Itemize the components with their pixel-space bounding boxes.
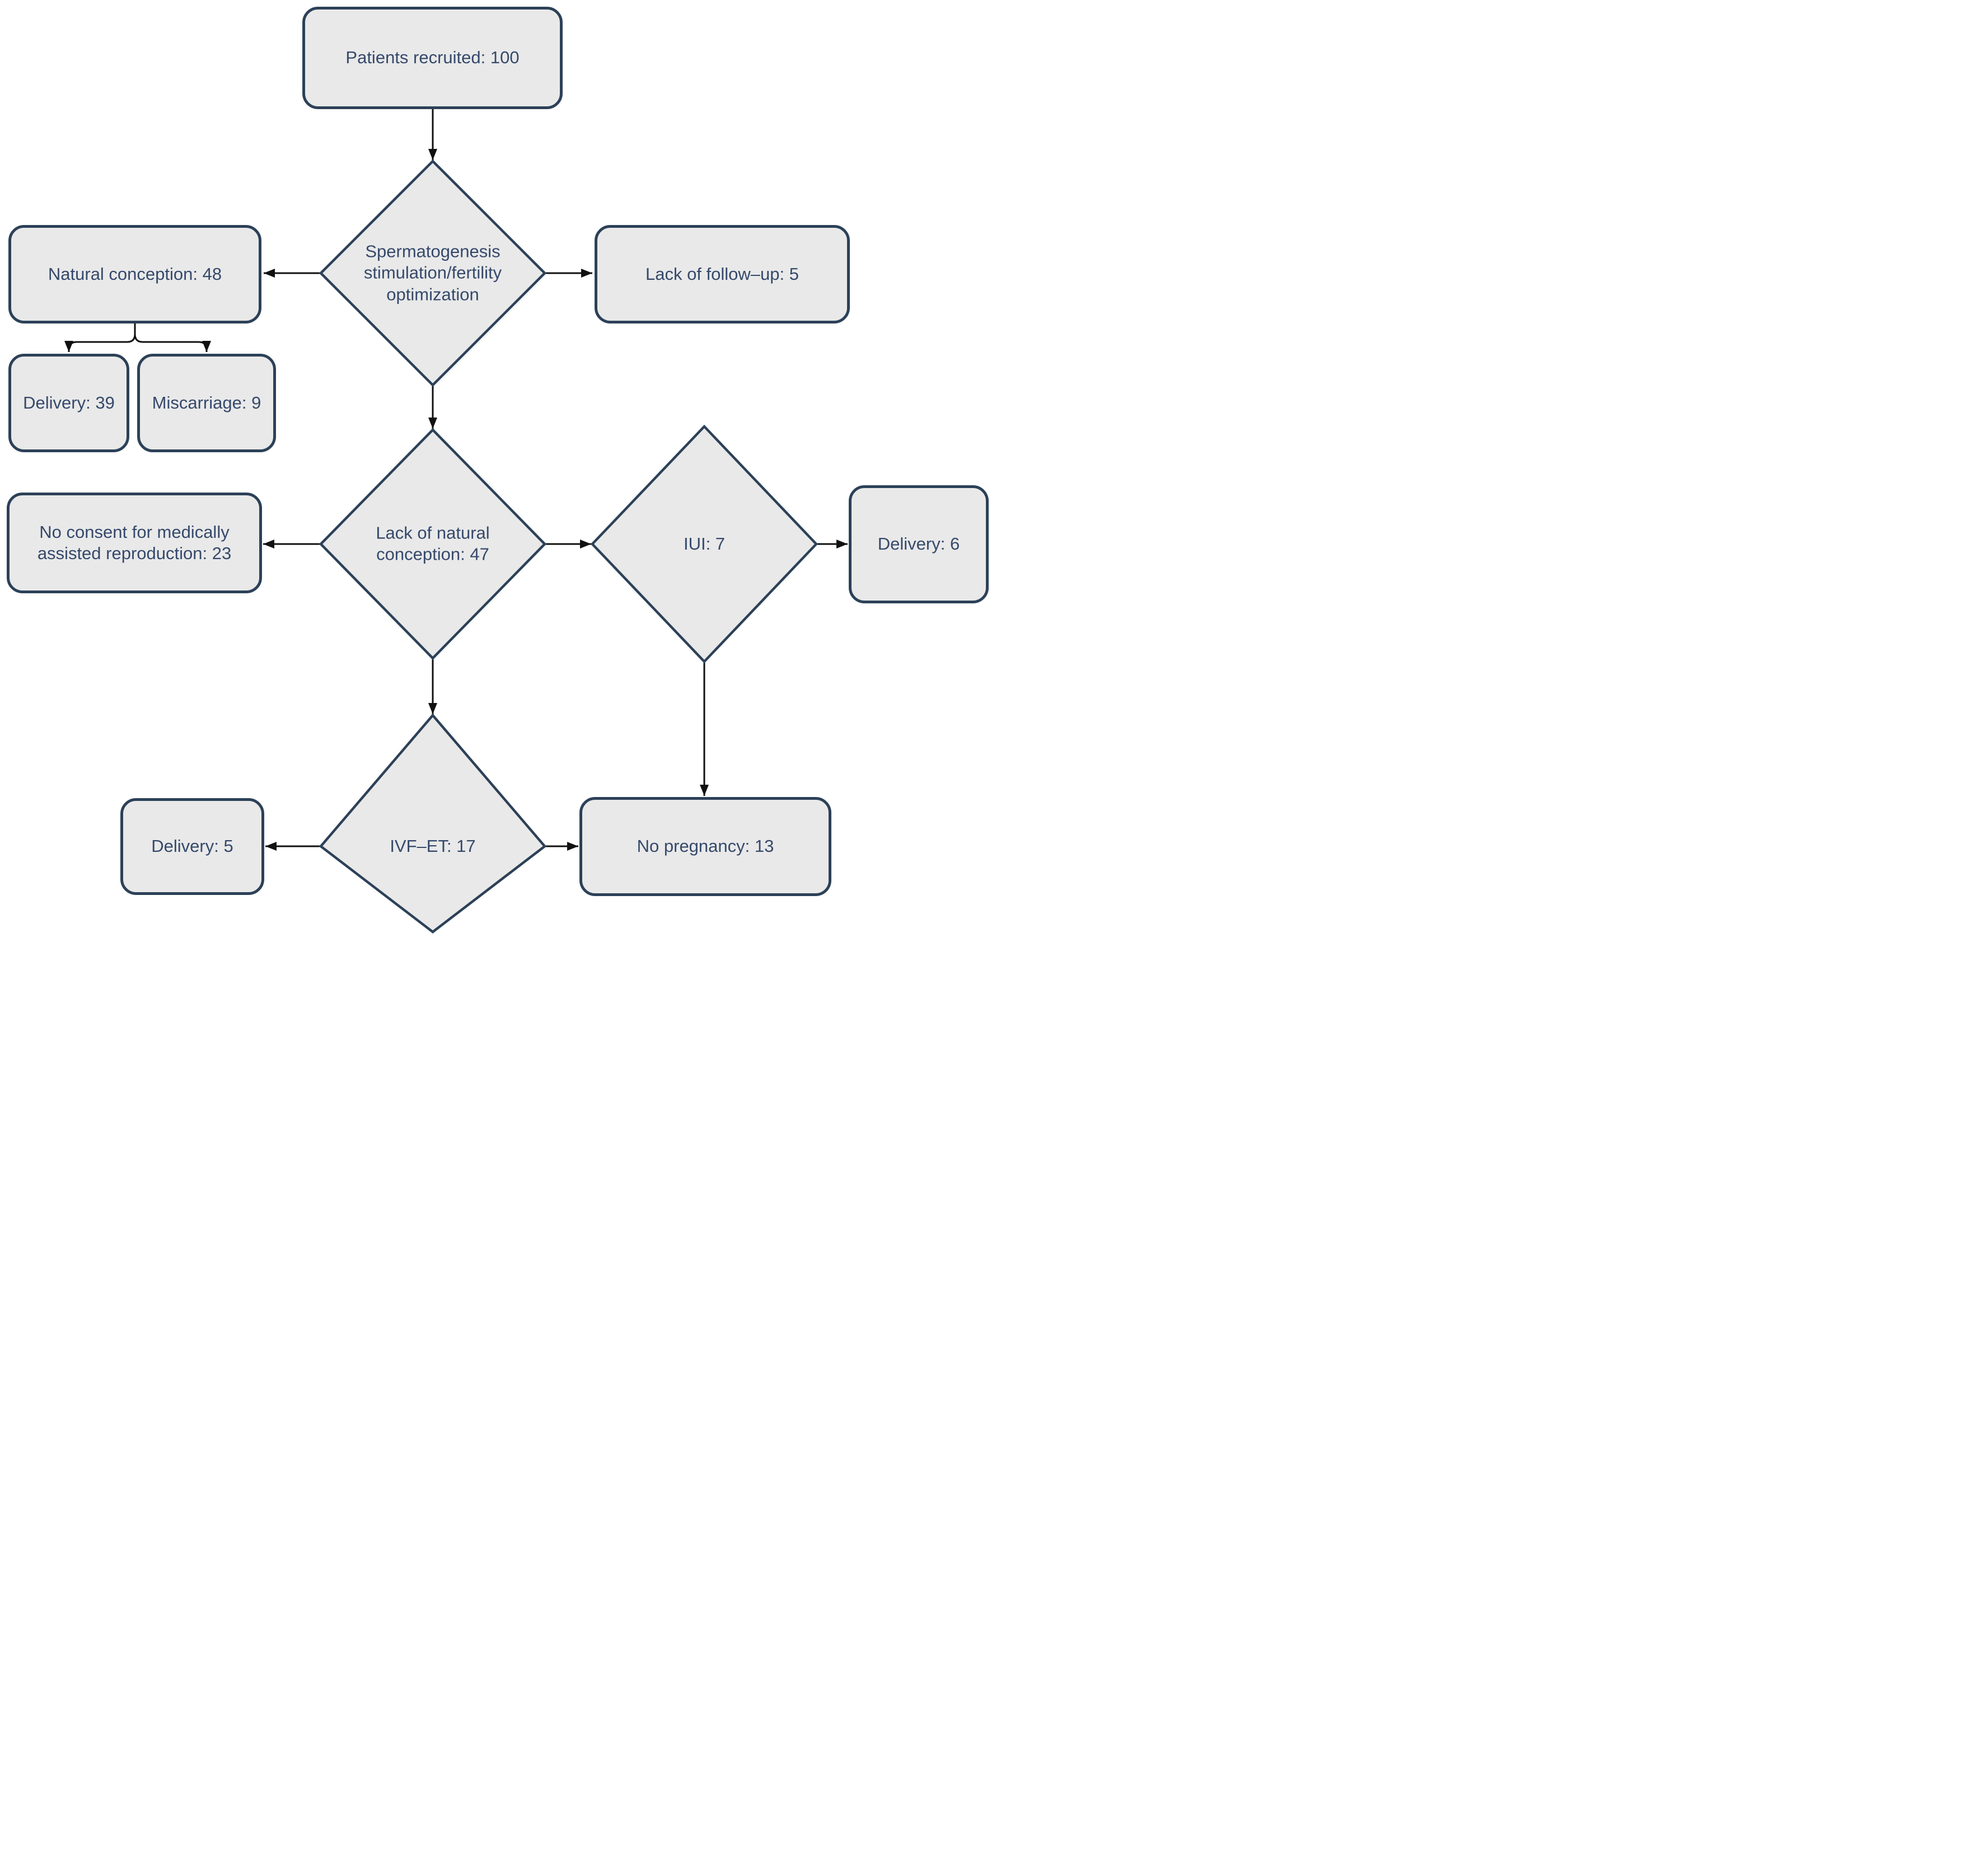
node-delivery-6-label: Delivery: 6 xyxy=(877,534,960,554)
node-miscarriage-9-label: Miscarriage: 9 xyxy=(152,392,261,412)
flowchart-connectors-layer xyxy=(64,109,848,934)
node-natural-conception: Natural conception: 48 xyxy=(8,225,261,324)
diamond-lack-of-natural-conception xyxy=(319,428,547,660)
node-delivery-5-label: Delivery: 5 xyxy=(151,836,233,856)
arrow-natural-conception-to-delivery-39 xyxy=(64,324,136,352)
node-delivery-5: Delivery: 5 xyxy=(120,798,264,895)
diamond-ivf-et xyxy=(319,713,547,934)
node-ivf-et-label: IVF–ET: 17 xyxy=(390,836,476,856)
node-delivery-39-label: Delivery: 39 xyxy=(23,392,115,412)
diamonds-group xyxy=(319,159,818,934)
node-lack-of-follow-up-label: Lack of follow–up: 5 xyxy=(645,264,799,284)
arrow-natural-conception-to-miscarriage-9 xyxy=(134,324,211,352)
node-delivery-6: Delivery: 6 xyxy=(849,485,989,603)
node-no-consent: No consent for medically assisted reprod… xyxy=(7,493,262,593)
node-no-pregnancy: No pregnancy: 13 xyxy=(579,797,831,896)
node-no-consent-label: No consent for medically assisted reprod… xyxy=(37,522,232,563)
diamond-iui xyxy=(590,424,818,664)
node-patients-recruited-label: Patients recruited: 100 xyxy=(345,48,520,68)
flowchart-canvas: Patients recruited: 100 Natural concepti… xyxy=(0,0,994,937)
node-lack-of-natural-conception-label: Lack of natural conception: 47 xyxy=(376,523,490,564)
arrows-group xyxy=(64,109,848,851)
node-spermatogenesis-label: Spermatogenesis stimulation/fertility op… xyxy=(363,241,502,304)
node-lack-of-follow-up: Lack of follow–up: 5 xyxy=(595,225,850,324)
node-miscarriage-9: Miscarriage: 9 xyxy=(137,354,276,452)
node-no-pregnancy-label: No pregnancy: 13 xyxy=(637,836,774,856)
node-iui-label: IUI: 7 xyxy=(683,533,726,554)
diamond-spermatogenesis xyxy=(319,159,547,387)
node-patients-recruited: Patients recruited: 100 xyxy=(302,7,563,109)
node-delivery-39: Delivery: 39 xyxy=(8,354,129,452)
node-natural-conception-label: Natural conception: 48 xyxy=(48,264,222,284)
